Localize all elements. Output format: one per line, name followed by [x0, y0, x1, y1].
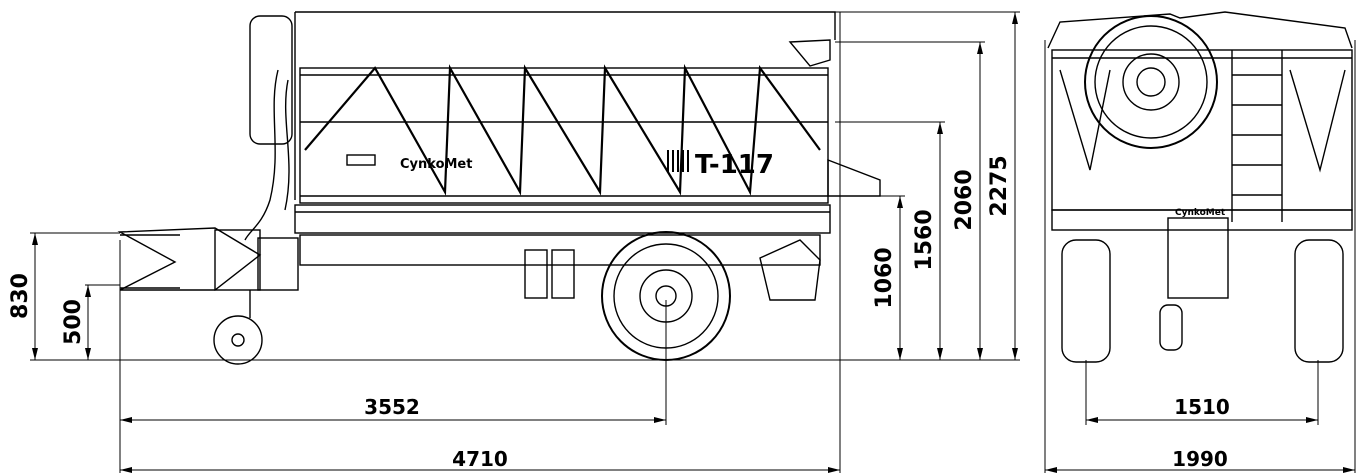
- body-top-outline: [295, 11, 836, 40]
- side-zigzag: [304, 63, 821, 196]
- model-label-side: T-117: [695, 150, 774, 180]
- rear-right-tire: [1294, 239, 1344, 363]
- hopper-body: [299, 67, 829, 204]
- dim-text-4710: 4710: [452, 447, 508, 471]
- rear-body: [1051, 49, 1353, 211]
- spare-tire: [1084, 15, 1218, 149]
- dim-text-1060: 1060: [872, 247, 897, 308]
- dim-text-2060: 2060: [952, 169, 977, 230]
- jack-wheel: [213, 315, 263, 365]
- rear-left-tire: [1061, 239, 1111, 363]
- dim-text-1510: 1510: [1174, 395, 1230, 419]
- side-plate: [346, 154, 376, 166]
- model-stripes-icon: [667, 150, 689, 172]
- dim-text-500: 500: [61, 299, 86, 345]
- drawbar: [117, 227, 262, 291]
- rear-roof: [1047, 11, 1353, 49]
- dim-text-1560: 1560: [912, 209, 937, 270]
- dim-text-2275: 2275: [987, 155, 1012, 216]
- brand-label-rear: CynkoMet: [1175, 208, 1226, 218]
- brand-label-side: CynkoMet: [400, 157, 472, 172]
- rear-chute: [827, 158, 881, 197]
- side-view: [117, 11, 881, 365]
- front-tank: [249, 15, 293, 145]
- dimension-arrows: [32, 12, 1355, 473]
- chassis-frame: [294, 204, 831, 234]
- dim-text-3552: 3552: [364, 395, 420, 419]
- dim-text-830: 830: [8, 273, 33, 319]
- dimension-lines: [30, 11, 1356, 473]
- dim-text-1990: 1990: [1172, 447, 1228, 471]
- rear-view: [1047, 11, 1353, 363]
